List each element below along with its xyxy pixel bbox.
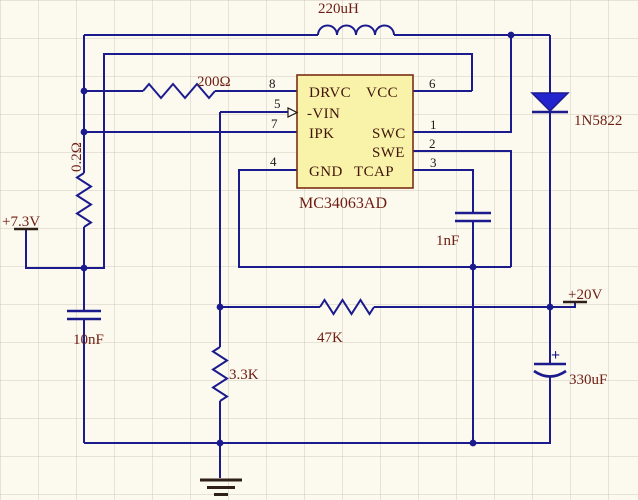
- power-output-label: +20V: [568, 287, 602, 303]
- ic-pin-number-1: 1: [430, 117, 437, 132]
- capacitor-input-label: 10nF: [73, 332, 104, 348]
- wire-pin3-tcap[interactable]: [413, 169, 474, 213]
- power-input-terminal[interactable]: +7.3V: [2, 214, 40, 231]
- resistor-feedback-top-label: 47K: [317, 330, 343, 346]
- ic-pin-name-swc: SWC: [372, 126, 406, 142]
- junction-dot: [80, 128, 88, 136]
- ic-mc34063[interactable]: DRVC VCC -VIN IPK SWC SWE GND TCAP 8 5 7…: [269, 74, 437, 212]
- wire-pin1-swc[interactable]: [413, 35, 512, 133]
- resistor-feedback-bottom[interactable]: 3.3K: [211, 346, 259, 402]
- diode[interactable]: 1N5822: [530, 92, 622, 129]
- capacitor-output-polarity: +: [551, 347, 560, 364]
- ic-pin-name-swe: SWE: [372, 145, 405, 161]
- ic-pin-number-2: 2: [429, 136, 436, 151]
- ic-pin-name-drvc: DRVC: [309, 85, 351, 101]
- capacitor-output-label: 330uF: [569, 372, 607, 388]
- resistor-feedback-top-zigzag[interactable]: [319, 298, 375, 316]
- diode-label: 1N5822: [574, 113, 622, 129]
- wire-vcc-supply-loop[interactable]: [84, 53, 473, 269]
- ground-symbol[interactable]: [200, 478, 242, 496]
- resistor-feedback-bottom-zigzag[interactable]: [211, 346, 229, 402]
- junction-dot: [469, 439, 477, 447]
- ic-pin-number-6: 6: [429, 76, 436, 91]
- junction-dot: [507, 31, 515, 39]
- junction-dot: [80, 264, 88, 272]
- wire-pin4-ground-route[interactable]: [238, 169, 511, 268]
- capacitor-output[interactable]: + 330uF: [533, 347, 607, 388]
- ic-pin-name-vcc: VCC: [366, 85, 398, 101]
- ic-pin-number-3: 3: [430, 155, 437, 170]
- wire-output-rail-right[interactable]: [374, 302, 576, 308]
- ic-pin-name-gnd: GND: [309, 164, 343, 180]
- ic-pin-number-5: 5: [274, 96, 281, 111]
- wire-pin2-swe[interactable]: [413, 150, 512, 267]
- capacitor-output-plate-curved[interactable]: [533, 369, 567, 378]
- resistor-feedback-bottom-label: 3.3K: [229, 367, 259, 383]
- junction-dot: [469, 263, 477, 271]
- junction-dot: [216, 439, 224, 447]
- ic-pin-number-7: 7: [271, 116, 278, 131]
- ic-pin-name-ipk: IPK: [309, 126, 334, 142]
- capacitor-timing[interactable]: 1nF: [436, 211, 491, 249]
- power-output-terminal[interactable]: +20V: [563, 287, 602, 304]
- resistor-sense-zigzag[interactable]: [75, 172, 93, 228]
- ic-part-label: MC34063AD: [299, 195, 387, 212]
- junction-dot: [80, 87, 88, 95]
- junction-dot: [216, 303, 224, 311]
- ic-body[interactable]: [296, 74, 414, 189]
- resistor-base[interactable]: 200Ω: [142, 74, 231, 100]
- pin5-input-arrow-icon: [287, 107, 299, 118]
- inductor[interactable]: 220uH: [317, 1, 395, 36]
- ic-pin-name-vin: -VIN: [307, 106, 340, 122]
- resistor-base-zigzag[interactable]: [142, 82, 216, 100]
- inductor-label: 220uH: [318, 1, 359, 17]
- resistor-sense[interactable]: 0.2Ω: [69, 142, 93, 228]
- diode-triangle[interactable]: [530, 92, 570, 113]
- resistor-sense-label: 0.2Ω: [69, 142, 85, 172]
- ic-pin-number-4: 4: [270, 154, 277, 169]
- inductor-coil[interactable]: [317, 24, 395, 36]
- resistor-base-label: 200Ω: [197, 74, 231, 90]
- resistor-feedback-top[interactable]: 47K: [317, 298, 375, 346]
- ic-pin-name-tcap: TCAP: [354, 164, 394, 180]
- capacitor-timing-label: 1nF: [436, 233, 459, 249]
- ic-pin-number-8: 8: [269, 76, 276, 91]
- capacitor-input[interactable]: 10nF: [67, 309, 104, 348]
- junction-dots: [80, 31, 554, 447]
- wire-vin-branch[interactable]: [25, 229, 84, 269]
- junction-dot: [546, 303, 554, 311]
- power-input-label: +7.3V: [2, 214, 40, 230]
